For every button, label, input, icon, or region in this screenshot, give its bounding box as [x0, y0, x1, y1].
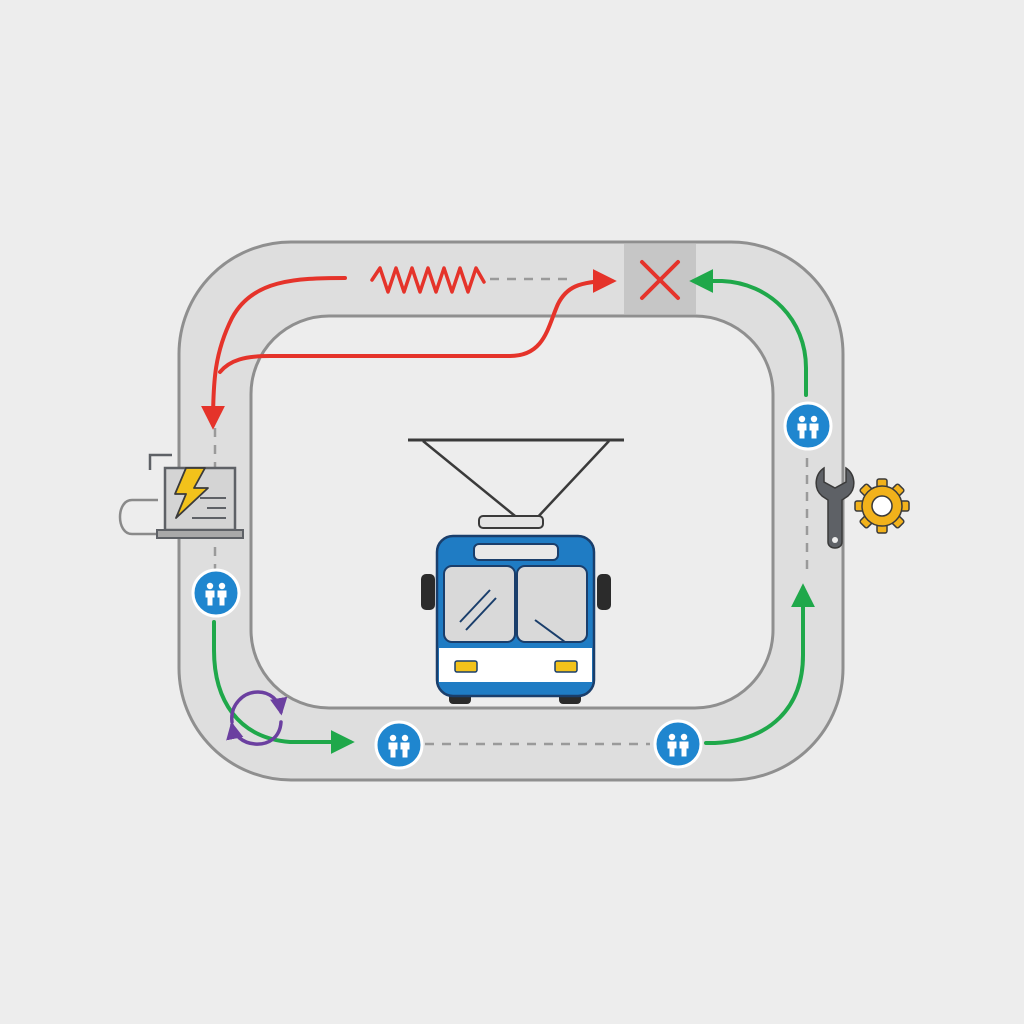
fault-arrow-return [218, 269, 617, 374]
windshield-left [443, 565, 516, 643]
flow-arrow-right-to-top [689, 269, 808, 397]
track-loop [177, 240, 845, 782]
overhead-wire-fault-icon [370, 266, 486, 294]
headlight-left [454, 660, 478, 673]
stop-left [191, 568, 241, 618]
windshield-right [516, 565, 588, 643]
stop-bottom-right [653, 719, 703, 769]
fault-arrow-top-to-left [201, 276, 347, 430]
wrench-icon [815, 466, 855, 549]
trolley-pole-right [534, 440, 610, 521]
short-circuit-cross-icon [640, 260, 680, 300]
trolley-pole-left [422, 440, 521, 521]
flow-arrow-bottom-to-right [704, 583, 815, 745]
substation-power-icon [118, 453, 244, 539]
lightning-bolt-icon [174, 467, 209, 519]
fault-path [201, 260, 680, 430]
headlight-right [554, 660, 578, 673]
stop-bottom-left [374, 720, 424, 770]
destination-sign [473, 543, 559, 561]
stop-right [783, 401, 833, 451]
reverse-cycle-icon [226, 690, 288, 746]
trolleybus-icon [408, 438, 624, 704]
gear-icon [854, 478, 910, 534]
